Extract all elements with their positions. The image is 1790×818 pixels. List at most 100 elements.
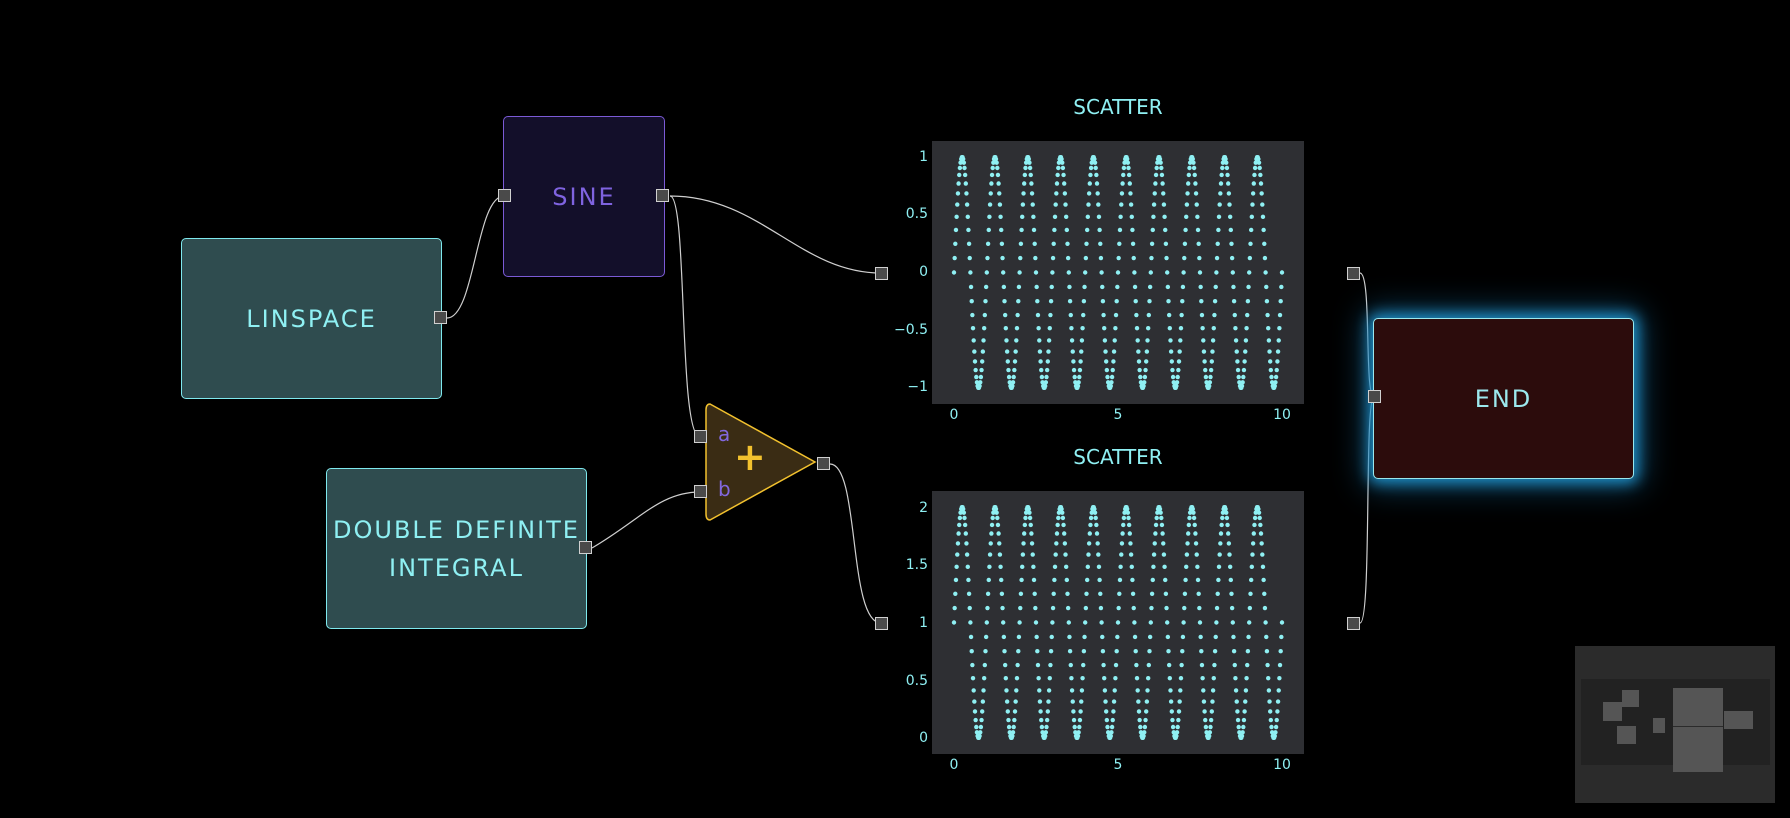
- scatter1-output-port[interactable]: [1347, 267, 1360, 280]
- scatter-point: [1266, 338, 1272, 343]
- scatter-point: [958, 510, 963, 515]
- scatter-point: [1197, 270, 1203, 275]
- scatter-point: [1121, 522, 1126, 528]
- edge-linspace-sine: [446, 195, 505, 319]
- scatter-point: [1203, 374, 1209, 380]
- scatter-point: [1138, 724, 1143, 730]
- scatter-point: [953, 241, 958, 246]
- scatter-point: [1023, 515, 1028, 521]
- scatter-point: [1267, 699, 1272, 704]
- scatter-point: [951, 620, 957, 625]
- scatter-point: [1150, 577, 1155, 583]
- scatter-point: [1259, 541, 1264, 546]
- end-input-port[interactable]: [1368, 390, 1381, 403]
- integral-output-port[interactable]: [579, 541, 592, 554]
- scatter-point: [1163, 577, 1168, 583]
- minimap[interactable]: [1575, 646, 1775, 803]
- adder-input-b-port[interactable]: [694, 485, 707, 498]
- linspace-node-label: LINSPACE: [246, 304, 377, 333]
- scatter-point: [1256, 506, 1261, 512]
- scatter-point: [1094, 522, 1099, 528]
- scatter-point: [972, 709, 978, 714]
- scatter-point: [1087, 181, 1092, 186]
- scatter-point: [970, 675, 976, 681]
- scatter-point: [1102, 675, 1107, 681]
- scatter-point: [1163, 241, 1169, 246]
- scatter2-output-port[interactable]: [1347, 617, 1360, 630]
- scatter-point: [1199, 299, 1204, 304]
- scatter-point: [1028, 522, 1033, 528]
- scatter-point: [1083, 620, 1088, 625]
- scatter-point: [1193, 191, 1199, 196]
- scatter-point: [1144, 359, 1149, 364]
- scatter-point: [957, 165, 963, 171]
- scatter-point: [1111, 699, 1117, 704]
- scatter-point: [971, 338, 976, 343]
- scatter-point: [1084, 241, 1089, 246]
- scatter-point: [1045, 359, 1051, 364]
- scatter-point: [1242, 709, 1247, 714]
- linspace-node[interactable]: LINSPACE: [181, 238, 442, 399]
- scatter-point: [1241, 717, 1247, 723]
- minimap-viewport[interactable]: [1581, 679, 1770, 772]
- sine-node[interactable]: SINE: [503, 116, 665, 277]
- scatter2-ytick: 2: [919, 500, 928, 516]
- scatter-point: [1068, 312, 1073, 318]
- adder-node[interactable]: [700, 396, 830, 526]
- scatter-point: [960, 156, 966, 162]
- adder-input-a-port[interactable]: [694, 430, 707, 443]
- scatter-point: [1134, 675, 1140, 681]
- scatter-point: [974, 380, 980, 385]
- scatter-point: [1132, 284, 1138, 290]
- linspace-output-port[interactable]: [434, 311, 447, 324]
- scatter-point: [981, 338, 986, 343]
- scatter-point: [1272, 383, 1277, 389]
- scatter1-plot-area[interactable]: [932, 141, 1304, 404]
- scatter-point: [1012, 359, 1018, 364]
- end-node[interactable]: END: [1373, 318, 1634, 479]
- scatter-point: [961, 160, 967, 165]
- adder-output-port[interactable]: [817, 457, 830, 470]
- scatter-point: [1081, 299, 1087, 304]
- scatter-point: [1108, 383, 1113, 389]
- scatter-point: [1223, 506, 1228, 512]
- scatter-point: [1126, 522, 1132, 528]
- scatter-point: [1275, 709, 1280, 714]
- scatter2-ytick: 0: [919, 730, 928, 746]
- scatter-point: [996, 181, 1001, 186]
- scatter-point: [1020, 214, 1025, 220]
- scatter-point: [957, 515, 963, 521]
- scatter-point: [1011, 724, 1016, 730]
- scatter-point: [1245, 649, 1251, 654]
- scatter-point: [962, 515, 967, 521]
- scatter-point: [1143, 367, 1148, 373]
- scatter-point: [1068, 662, 1073, 668]
- scatter2-ytick: 1.5: [905, 557, 928, 573]
- scatter-point: [1201, 688, 1206, 693]
- scatter-point: [1126, 515, 1131, 521]
- scatter-point: [1214, 605, 1220, 611]
- scatter-point: [957, 172, 962, 178]
- scatter-point: [1050, 605, 1056, 611]
- scatter1-input-port[interactable]: [875, 267, 888, 280]
- scatter-point: [1186, 522, 1192, 528]
- scatter-point: [1149, 591, 1155, 596]
- scatter-point: [977, 383, 982, 389]
- scatter2-plot-area[interactable]: [932, 491, 1304, 754]
- sine-output-port[interactable]: [656, 189, 669, 202]
- scatter-point: [1086, 202, 1091, 207]
- double-definite-integral-node[interactable]: DOUBLE DEFINITE INTEGRAL: [326, 468, 587, 629]
- scatter-point: [974, 730, 980, 735]
- scatter-point: [991, 160, 996, 165]
- scatter-point: [1183, 227, 1188, 233]
- scatter-point: [1149, 255, 1154, 261]
- scatter-point: [1063, 214, 1069, 220]
- scatter-point: [1059, 156, 1064, 162]
- scatter-point: [1036, 675, 1041, 681]
- sine-input-port[interactable]: [498, 189, 511, 202]
- scatter-point: [1039, 717, 1044, 723]
- scatter-point: [1162, 214, 1167, 220]
- scatter2-xtick: 5: [1113, 757, 1123, 773]
- scatter-point: [1264, 634, 1269, 640]
- scatter2-input-port[interactable]: [875, 617, 888, 630]
